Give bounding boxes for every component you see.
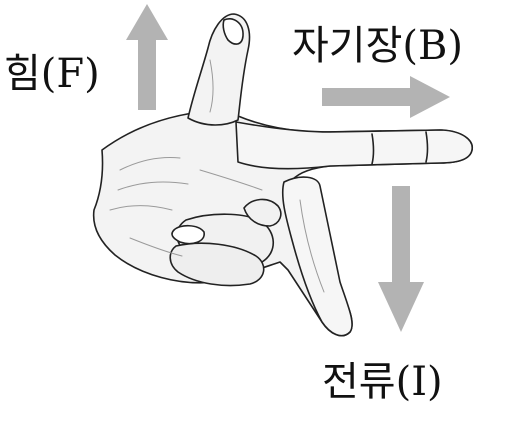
magnetic-field-label: 자기장(B) [292,23,464,69]
hand-shading [109,59,325,293]
curled-fingernail [171,224,205,245]
current-arrow-down-icon [378,186,424,332]
thumb-nail [222,18,244,45]
knuckle-bump [243,198,282,227]
force-label: 힘(F) [4,51,100,97]
left-hand-illustration [92,13,473,337]
current-label: 전류(I) [322,359,443,405]
middle-finger-shape [281,176,353,337]
curled-finger-lower [169,242,265,287]
magnetic-field-arrow-right-icon [322,76,450,118]
force-arrow-up-icon [126,4,168,110]
index-knuckle-line-1 [371,133,375,165]
index-finger-shape [235,121,473,170]
index-knuckle-line-2 [425,131,429,163]
